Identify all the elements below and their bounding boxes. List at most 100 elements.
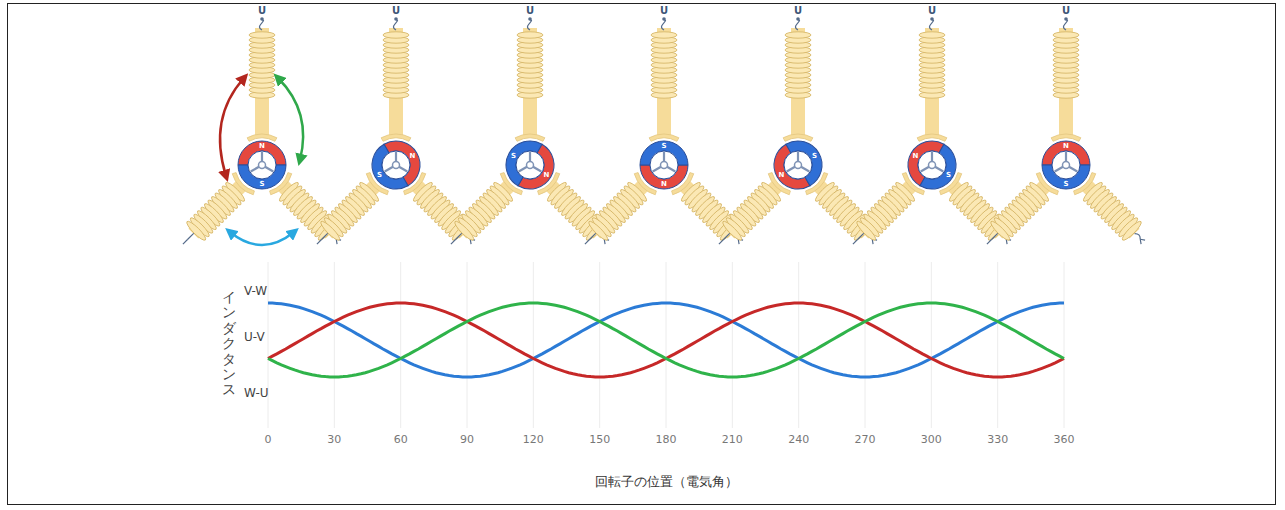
grid-line	[732, 262, 733, 428]
pole-shoe	[381, 134, 411, 141]
rotor-shaft	[929, 162, 936, 169]
grid-line	[268, 262, 269, 428]
curve-label: U-V	[244, 331, 265, 343]
rotor	[765, 132, 831, 198]
rotor-hub	[516, 151, 544, 179]
coil-winding	[185, 219, 208, 242]
phase-label: U	[794, 6, 802, 16]
phase-label: U	[258, 6, 266, 16]
phase-label: U	[1062, 6, 1070, 16]
terminal-fork	[719, 239, 724, 244]
motor	[987, 17, 1145, 244]
inductance-curve	[268, 303, 1064, 377]
grid-line	[334, 262, 335, 428]
pole-shoe	[783, 134, 813, 141]
grid-line	[865, 262, 866, 428]
rotor-hub	[248, 151, 276, 179]
tick-label: 240	[788, 434, 809, 445]
terminal-fork	[987, 239, 992, 244]
motor	[853, 17, 1011, 244]
grid-line	[400, 262, 401, 428]
axis-title: インダクタンス	[222, 290, 236, 398]
phase-label: U	[526, 6, 534, 16]
coil-winding	[453, 219, 476, 242]
terminal-fork	[1140, 239, 1145, 244]
lead-wire	[1135, 234, 1141, 240]
terminal-dot	[796, 17, 800, 21]
axis-title: 回転子の位置（電気角）	[595, 475, 738, 488]
rotor-shaft	[1063, 162, 1070, 169]
pole-letter: S	[259, 181, 264, 188]
grid-line	[666, 262, 667, 428]
rotor-shaft	[393, 162, 400, 169]
lead-wire	[724, 234, 730, 240]
tick-label: 210	[722, 434, 743, 445]
grid-line	[533, 262, 534, 428]
grid-line	[931, 262, 932, 428]
tick-label: 300	[921, 434, 942, 445]
pole-letter: S	[1063, 181, 1068, 188]
rotor	[1042, 141, 1090, 189]
motor	[719, 17, 877, 244]
coil-winding	[249, 32, 275, 38]
motor	[183, 17, 341, 244]
lead-wire	[590, 234, 596, 240]
curve-label: W-U	[244, 387, 269, 399]
pole-letter: N	[913, 152, 919, 159]
lead-wire	[992, 234, 998, 240]
terminal-dot	[930, 17, 934, 21]
mutual-arrow	[278, 78, 303, 160]
rotor-shaft	[795, 162, 802, 169]
inductance-curve	[268, 303, 1064, 377]
terminal-fork	[317, 239, 322, 244]
rotor	[899, 132, 965, 198]
coil-winding	[721, 219, 744, 242]
terminal-dot	[394, 17, 398, 21]
coil-winding	[587, 219, 610, 242]
lead-wire	[322, 234, 328, 240]
terminal-dot	[1064, 17, 1068, 21]
rotor-shaft	[527, 162, 534, 169]
mutual-arrow	[230, 232, 294, 245]
pole-letter: N	[779, 171, 785, 178]
terminal-fork	[183, 239, 188, 244]
motor	[451, 17, 609, 244]
pole-letter: N	[410, 152, 416, 159]
curve-label: V-W	[244, 285, 267, 297]
mutual-arrow	[220, 78, 244, 176]
pole-letter: N	[661, 181, 667, 188]
pole-letter: N	[544, 171, 550, 178]
grid-line	[997, 262, 998, 428]
coil-winding	[383, 32, 409, 38]
terminal-dot	[260, 17, 264, 21]
grid-line	[599, 262, 600, 428]
tick-label: 180	[656, 434, 677, 445]
rotor-hub	[382, 151, 410, 179]
rotor-hub	[784, 151, 812, 179]
rotor-shaft	[661, 162, 668, 169]
rotor-hub	[918, 151, 946, 179]
terminal-dot	[662, 17, 666, 21]
lead-wire	[795, 20, 799, 30]
lead-wire	[456, 234, 462, 240]
pole-letter: S	[812, 152, 817, 159]
phase-label: U	[928, 6, 936, 16]
rotor	[363, 132, 429, 198]
rotor-shaft	[259, 162, 266, 169]
lead-wire	[929, 20, 933, 30]
tick-label: 60	[394, 434, 408, 445]
tick-label: 330	[987, 434, 1008, 445]
terminal-fork	[585, 239, 590, 244]
phase-label: U	[392, 6, 400, 16]
lead-wire	[1063, 20, 1067, 30]
terminal-fork	[853, 239, 858, 244]
lead-wire	[393, 20, 397, 30]
rotor	[497, 132, 563, 198]
grid-line	[467, 262, 468, 428]
rotor-hub	[650, 151, 678, 179]
pole-letter: N	[259, 143, 265, 150]
terminal-dot	[528, 17, 532, 21]
coil-winding	[319, 219, 342, 242]
